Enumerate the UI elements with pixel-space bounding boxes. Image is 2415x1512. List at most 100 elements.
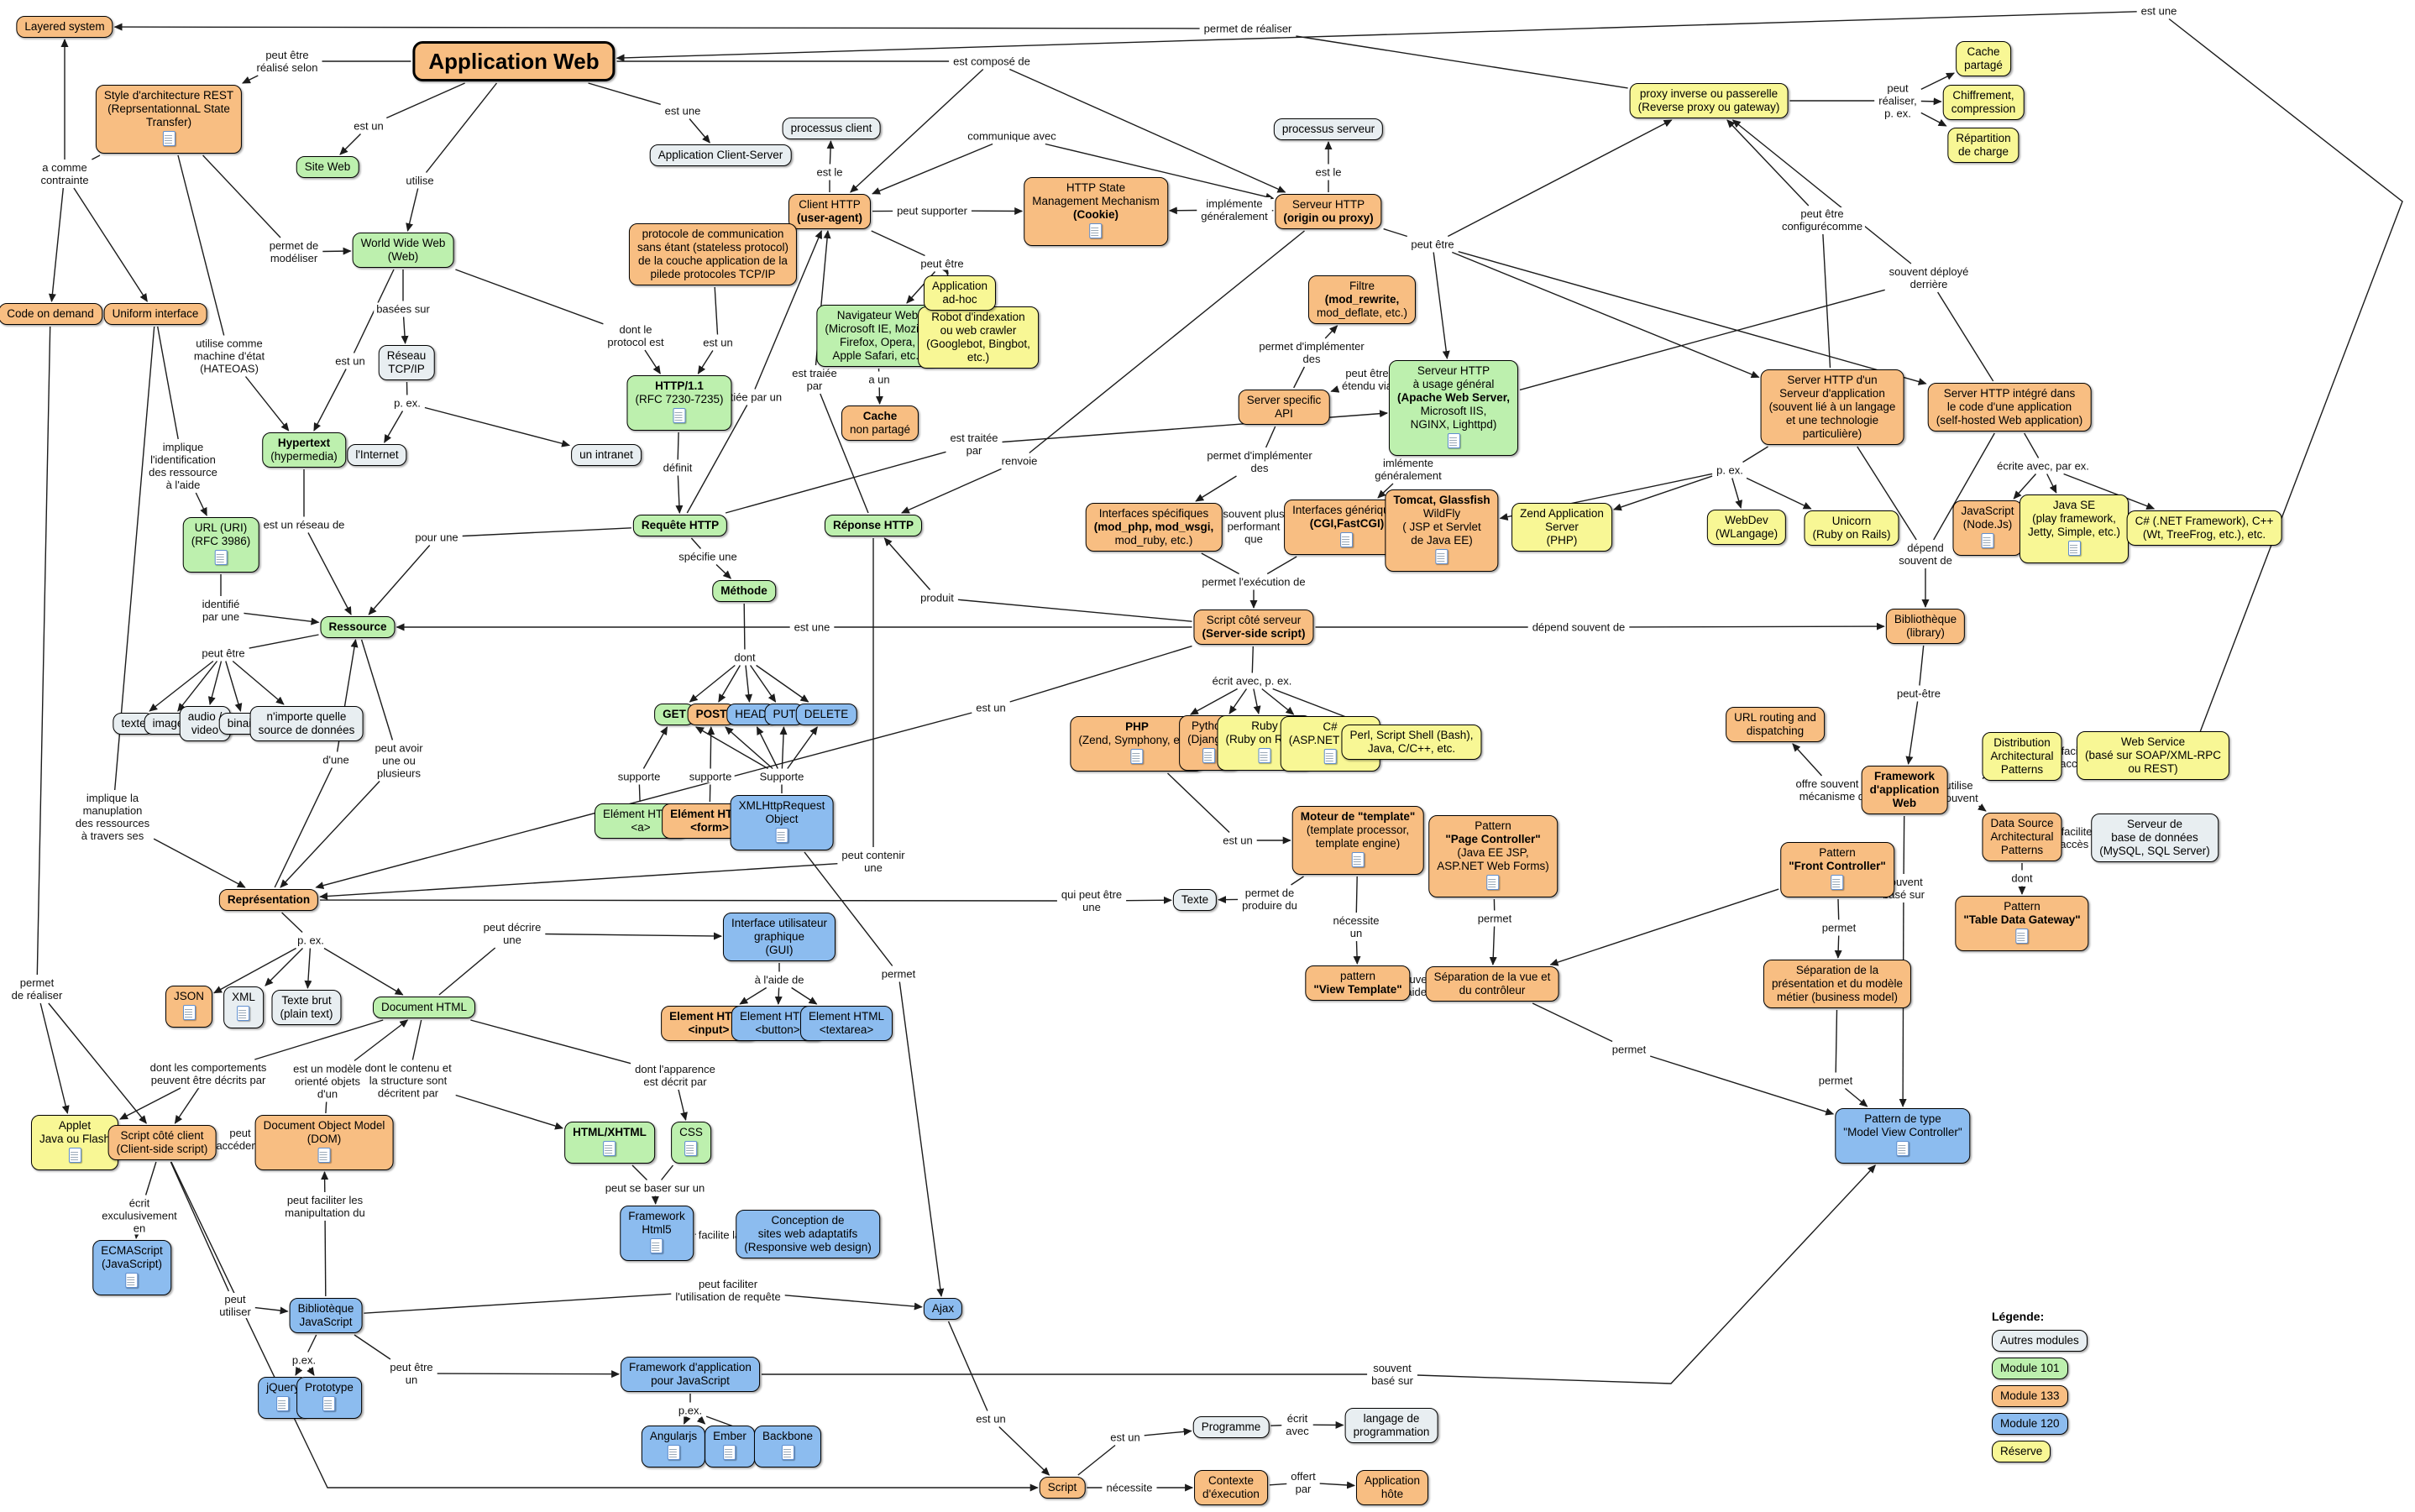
node-label: Server HTTP d'un bbox=[1787, 374, 1878, 386]
node-label: (Client-side script) bbox=[116, 1143, 208, 1155]
node-label: Server bbox=[1545, 521, 1579, 533]
node-label: Script bbox=[1047, 1481, 1077, 1494]
node-label: et une technologie bbox=[1785, 414, 1879, 426]
node-label: <a> bbox=[631, 821, 651, 834]
node-label: Angularjs bbox=[649, 1430, 698, 1442]
legend-item-autres-modules: Autres modules bbox=[1992, 1330, 2088, 1352]
edge-J73-post bbox=[707, 726, 715, 769]
edge-label-J64: peut-être bbox=[1894, 687, 1944, 700]
edge-J65-mvc bbox=[1845, 1087, 1868, 1107]
edge-J43-igen bbox=[1377, 483, 1394, 499]
edge-J29-reponse bbox=[900, 468, 1002, 514]
node-label: Framework bbox=[628, 1210, 685, 1222]
edge-J56-sepvue bbox=[1489, 926, 1497, 965]
edge-dochtml-J85 bbox=[470, 1019, 631, 1065]
edge-representation-J52 bbox=[320, 899, 1057, 902]
node-rest: Style d'architecture REST(Reprsentationn… bbox=[95, 85, 243, 154]
edge-J72-get bbox=[642, 726, 668, 769]
edge-J31-adhoc bbox=[940, 264, 949, 275]
node-label: Cache bbox=[1967, 45, 2000, 58]
edge-ispec-J45 bbox=[1201, 552, 1239, 575]
node-label: dispatching bbox=[1746, 725, 1805, 737]
edge-frontctrl-sepvue bbox=[1549, 888, 1779, 966]
node-label: "Table Data Gateway" bbox=[1963, 913, 2081, 926]
edge-label-J96: peut faciliter l'utilisation de requête bbox=[673, 1278, 783, 1303]
edge-proxy-J7 bbox=[1296, 35, 1628, 89]
edge-J2-siteweb bbox=[339, 133, 361, 155]
node-label: pilede protocoles TCP/IP bbox=[650, 268, 776, 280]
node-label: (Java EE JSP, bbox=[1457, 846, 1529, 859]
node-label: d'application bbox=[1869, 783, 1940, 796]
resource-document-icon bbox=[667, 1445, 680, 1460]
node-label: protocole de communication bbox=[642, 228, 784, 240]
edge-label-J72: supporte bbox=[615, 770, 663, 783]
edge-label-J16: basées sur bbox=[374, 302, 432, 316]
resource-document-icon bbox=[1981, 533, 1994, 548]
edge-contexte-J92 bbox=[1269, 1483, 1287, 1486]
node-label: proxy inverse ou passerelle bbox=[1639, 87, 1779, 100]
edge-scriptclient-script bbox=[170, 1161, 1039, 1492]
node-label: Apple Safari, etc.) bbox=[832, 349, 923, 362]
edge-label-J3: est une bbox=[662, 104, 704, 118]
node-label: base de données bbox=[2111, 831, 2198, 844]
node-label: <textarea> bbox=[819, 1023, 874, 1036]
node-label: Java, C/C++, etc. bbox=[1367, 742, 1456, 755]
edge-serveurhttp-J36 bbox=[1383, 228, 1408, 238]
edge-label-J78: est un bbox=[973, 701, 1008, 714]
edge-J79-ajax bbox=[898, 981, 945, 1297]
edge-label-J98: peut avoir une ou plusieurs bbox=[372, 741, 426, 780]
edge-xmlhttp-J79 bbox=[804, 851, 893, 966]
edge-J74-put bbox=[779, 726, 788, 769]
edge-J6-serveurhttp bbox=[1045, 143, 1275, 201]
edge-label-J20: est un réseau de bbox=[260, 518, 348, 531]
edge-J74-post bbox=[725, 726, 773, 770]
edge-J37-proxy bbox=[1726, 119, 1810, 207]
edge-J1-rest bbox=[242, 75, 259, 84]
edge-igen-J45 bbox=[1266, 556, 1297, 575]
node-label: <form> bbox=[690, 821, 729, 834]
edge-methode-J75 bbox=[743, 603, 746, 650]
node-intranet: un intranet bbox=[571, 444, 642, 466]
node-label: ASP.NET Web Forms) bbox=[1437, 860, 1549, 872]
node-label: Chiffrement, bbox=[1952, 89, 2014, 102]
node-backbone: Backbone bbox=[753, 1426, 822, 1468]
edge-label-J90: peut être un bbox=[387, 1361, 436, 1386]
node-label: processus serveur bbox=[1281, 123, 1375, 135]
node-label: (user-agent) bbox=[796, 212, 863, 224]
node-label: Style d'architecture REST bbox=[103, 89, 234, 102]
node-label: (Microsoft IE, Mozilla bbox=[825, 322, 930, 335]
edge-label-J18: est un bbox=[700, 336, 736, 349]
edge-rest-J11 bbox=[177, 154, 225, 336]
edge-ressource-J98 bbox=[360, 639, 394, 740]
edge-label-J15: est un bbox=[333, 354, 368, 368]
edge-label-J83: est un modèle orienté objets d'un bbox=[291, 1062, 364, 1101]
node-label: texte bbox=[121, 717, 146, 730]
node-label: Backbone bbox=[762, 1430, 814, 1442]
edge-label-J57: permet bbox=[1819, 921, 1859, 934]
edge-label-J56: permet bbox=[1475, 912, 1515, 925]
legend-item-module-101: Module 101 bbox=[1992, 1358, 2068, 1379]
node-label: Texte brut bbox=[281, 994, 332, 1007]
node-label: HTML/XHTML bbox=[573, 1126, 647, 1138]
edge-J95-mvc bbox=[1417, 1164, 1876, 1384]
edge-J36-sgeneral bbox=[1433, 252, 1450, 359]
edge-requete-J26 bbox=[686, 405, 748, 514]
edge-bibliojs-J96 bbox=[364, 1293, 672, 1314]
node-label: <input> bbox=[688, 1023, 730, 1036]
node-label: Script côté serveur bbox=[1206, 614, 1302, 626]
edge-appweb-J3 bbox=[588, 82, 661, 105]
node-label: Méthode bbox=[720, 584, 767, 597]
edge-representation-J69 bbox=[281, 912, 303, 934]
resource-document-icon bbox=[603, 1141, 616, 1156]
node-label: Bibliothèque bbox=[1894, 613, 1957, 625]
resource-document-icon bbox=[684, 1141, 698, 1156]
node-label: Contexte bbox=[1208, 1474, 1255, 1487]
edge-J3-acs bbox=[689, 118, 710, 144]
node-label: présentation et du modèle bbox=[1771, 977, 1904, 990]
edge-J64-fwweb bbox=[1905, 701, 1919, 765]
legend-title: Légende: bbox=[1992, 1310, 2045, 1323]
resource-document-icon bbox=[781, 1445, 794, 1460]
node-label: Interfaces génériques bbox=[1292, 504, 1401, 516]
